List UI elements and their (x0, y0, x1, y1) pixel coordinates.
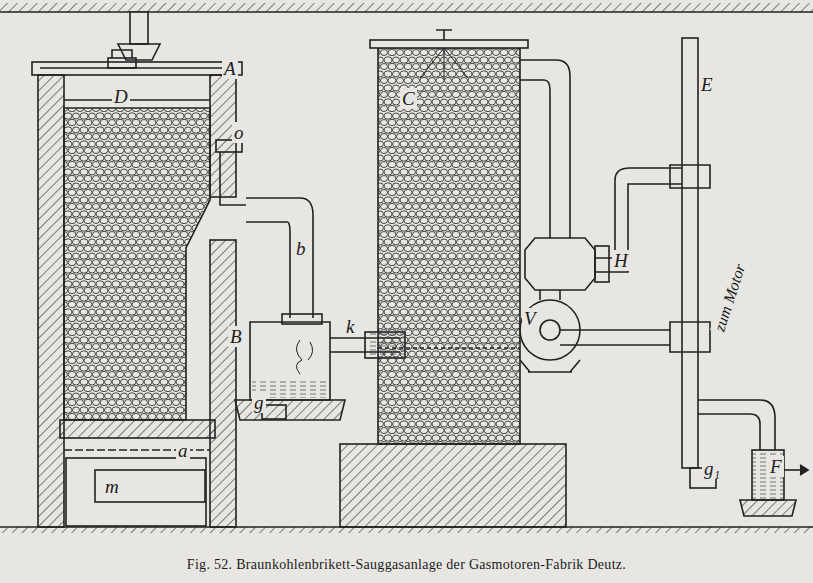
part-letter: g₁ (702, 458, 722, 479)
part-letter: A (222, 58, 238, 79)
part-letter: C (400, 88, 417, 109)
part-letter: g (252, 392, 266, 413)
part-letter: b (294, 238, 308, 259)
part-letter: a (176, 440, 190, 461)
figure-caption: Fig. 52. Braunkohlenbrikett-Sauggasanlag… (0, 557, 813, 573)
part-letter: m (103, 476, 121, 497)
part-letter: H (612, 250, 630, 271)
part-letter: E (699, 74, 715, 95)
part-letter: V (522, 308, 538, 329)
part-letter: o (232, 122, 246, 143)
part-letter: F (768, 456, 784, 477)
part-letter: k (344, 316, 356, 337)
part-letter: B (228, 326, 244, 347)
part-letter: D (112, 86, 130, 107)
direction-note: zum Motor (710, 260, 750, 336)
